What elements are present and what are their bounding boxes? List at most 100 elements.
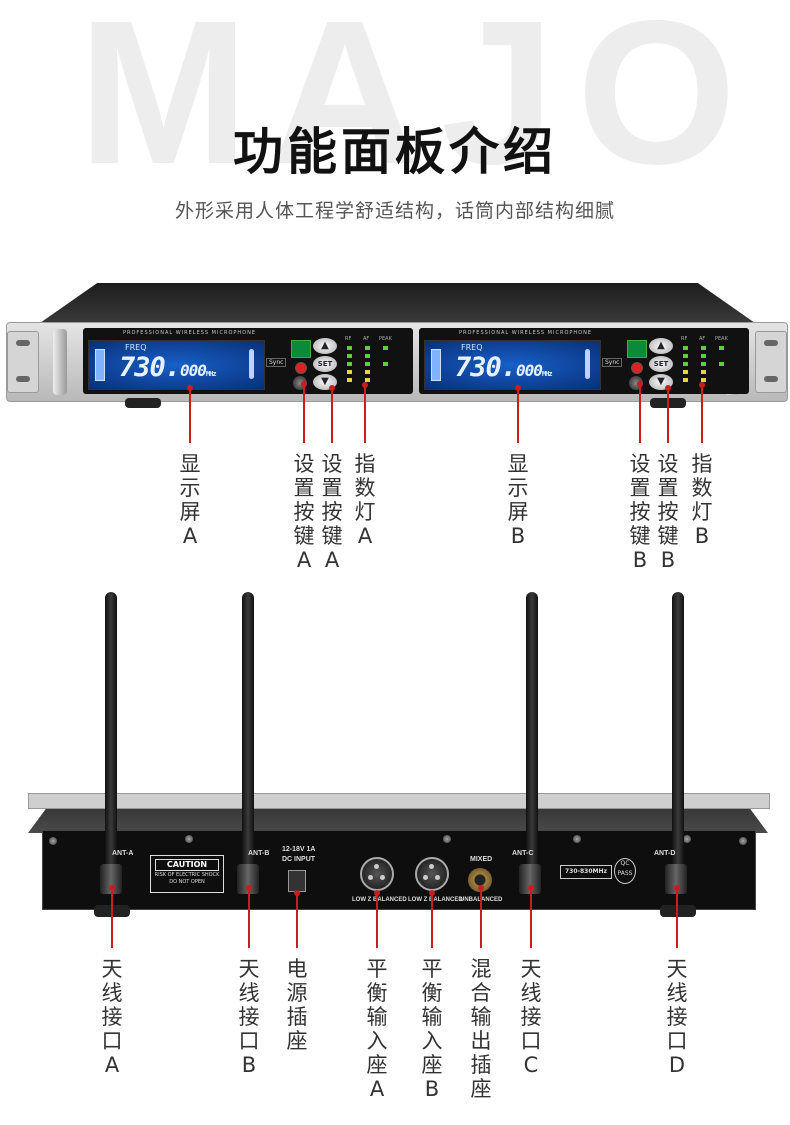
power-button-b[interactable] (631, 362, 643, 374)
callout-char: D (668, 1053, 686, 1077)
antenna-d (672, 592, 684, 872)
caution-title: CAUTION (155, 859, 219, 871)
callout-leader (528, 885, 534, 948)
callout-char: 座 (470, 1077, 492, 1101)
callout-char: A (357, 524, 373, 548)
callout-char: 接 (666, 1005, 688, 1029)
callout-char: 座 (421, 1053, 443, 1077)
mic-icon (585, 349, 590, 379)
ir-sync-icon (291, 340, 311, 358)
callout-char: 数 (354, 476, 376, 500)
callout-leader (301, 381, 307, 443)
callout-char: A (104, 1053, 120, 1077)
callout-char: 按 (657, 500, 679, 524)
callout-char: 口 (238, 1029, 260, 1053)
dc-power-jack[interactable] (288, 870, 306, 892)
balanced-label-b: LOW Z BALANCED (408, 897, 463, 903)
callout-char: 混 (470, 957, 492, 981)
callout-char: 入 (366, 1029, 388, 1053)
callout-char: 出 (470, 1029, 492, 1053)
sync-label: Sync (602, 358, 623, 367)
callout-char: 输 (421, 1005, 443, 1029)
callout-char: 口 (520, 1029, 542, 1053)
callout-char: 设 (293, 452, 315, 476)
callout-char: 输 (470, 1005, 492, 1029)
antenna-connector-a[interactable] (100, 864, 122, 894)
callout-leader (478, 885, 484, 948)
callout-char: 合 (470, 981, 492, 1005)
xlr-output-a[interactable] (360, 857, 394, 891)
callout-char: 设 (321, 452, 343, 476)
antenna-connector-d[interactable] (665, 864, 687, 894)
callout-char: 灯 (691, 500, 713, 524)
sync-label: Sync (266, 358, 287, 367)
mixed-label: MIXED (470, 856, 493, 863)
callout-char: 衡 (421, 981, 443, 1005)
set-button-a[interactable]: SET (313, 356, 337, 372)
callout-char: 设 (629, 452, 651, 476)
callout-char: 示 (179, 476, 201, 500)
antenna-connector-c[interactable] (519, 864, 541, 894)
rack-ear-left (7, 331, 39, 393)
callout-char: 接 (520, 1005, 542, 1029)
mic-icon (249, 349, 254, 379)
channel-b-panel: PROFESSIONAL WIRELESS MICROPHONE FREQ 73… (419, 328, 749, 394)
callout-char: 屏 (507, 500, 529, 524)
callout-char: 显 (179, 452, 201, 476)
battery-icon (95, 349, 105, 381)
callout-leader (329, 385, 335, 443)
callout-char: C (523, 1053, 539, 1077)
callout-char: 天 (101, 957, 123, 981)
dc-input-label: DC INPUT (282, 856, 316, 863)
callout-char: 源 (286, 981, 308, 1005)
callout-char: B (694, 524, 710, 548)
callout-char: 线 (101, 981, 123, 1005)
callout-char: 按 (629, 500, 651, 524)
up-button-a[interactable]: ▲ (313, 338, 337, 354)
channel-a-panel: PROFESSIONAL WIRELESS MICROPHONE FREQ 73… (83, 328, 413, 394)
callout-char: 按 (293, 500, 315, 524)
power-button-a[interactable] (295, 362, 307, 374)
callout-leader (187, 385, 193, 443)
display-screen-b: FREQ 730.000MHz (424, 340, 601, 390)
callout-leader (362, 382, 368, 443)
callout-char: B (424, 1077, 440, 1101)
ant-d-label: ANT-D (654, 850, 676, 857)
battery-icon (431, 349, 441, 381)
set-button-b[interactable]: SET (649, 356, 673, 372)
antenna-connector-b[interactable] (237, 864, 259, 894)
callout-char: 设 (657, 452, 679, 476)
brand-text: PROFESSIONAL WIRELESS MICROPHONE (123, 330, 256, 336)
callout-leader (515, 385, 521, 443)
background-word: MAJOR (78, 8, 738, 178)
page-subtitle: 外形采用人体工程学舒适结构，话筒内部结构细腻 (174, 200, 615, 222)
callout-char: 接 (101, 1005, 123, 1029)
callout-char: 显 (507, 452, 529, 476)
callout-char: 线 (666, 981, 688, 1005)
callout-char: 指 (354, 452, 376, 476)
callout-char: 输 (366, 1005, 388, 1029)
freq-readout: 730.000MHz (119, 352, 217, 383)
freq-readout: 730.000MHz (455, 352, 553, 383)
callout-char: A (369, 1077, 385, 1101)
xlr-output-b[interactable] (415, 857, 449, 891)
rear-callout-label: 电源插座 (282, 957, 312, 1053)
callout-char: 置 (629, 476, 651, 500)
callout-leader (294, 890, 300, 948)
callout-char: 数 (691, 476, 713, 500)
callout-char: 示 (507, 476, 529, 500)
callout-char: 座 (286, 1029, 308, 1053)
callout-char: 天 (520, 957, 542, 981)
callout-leader (246, 885, 252, 948)
up-button-b[interactable]: ▲ (649, 338, 673, 354)
ant-c-label: ANT-C (512, 850, 534, 857)
freq-label: FREQ (125, 343, 147, 352)
